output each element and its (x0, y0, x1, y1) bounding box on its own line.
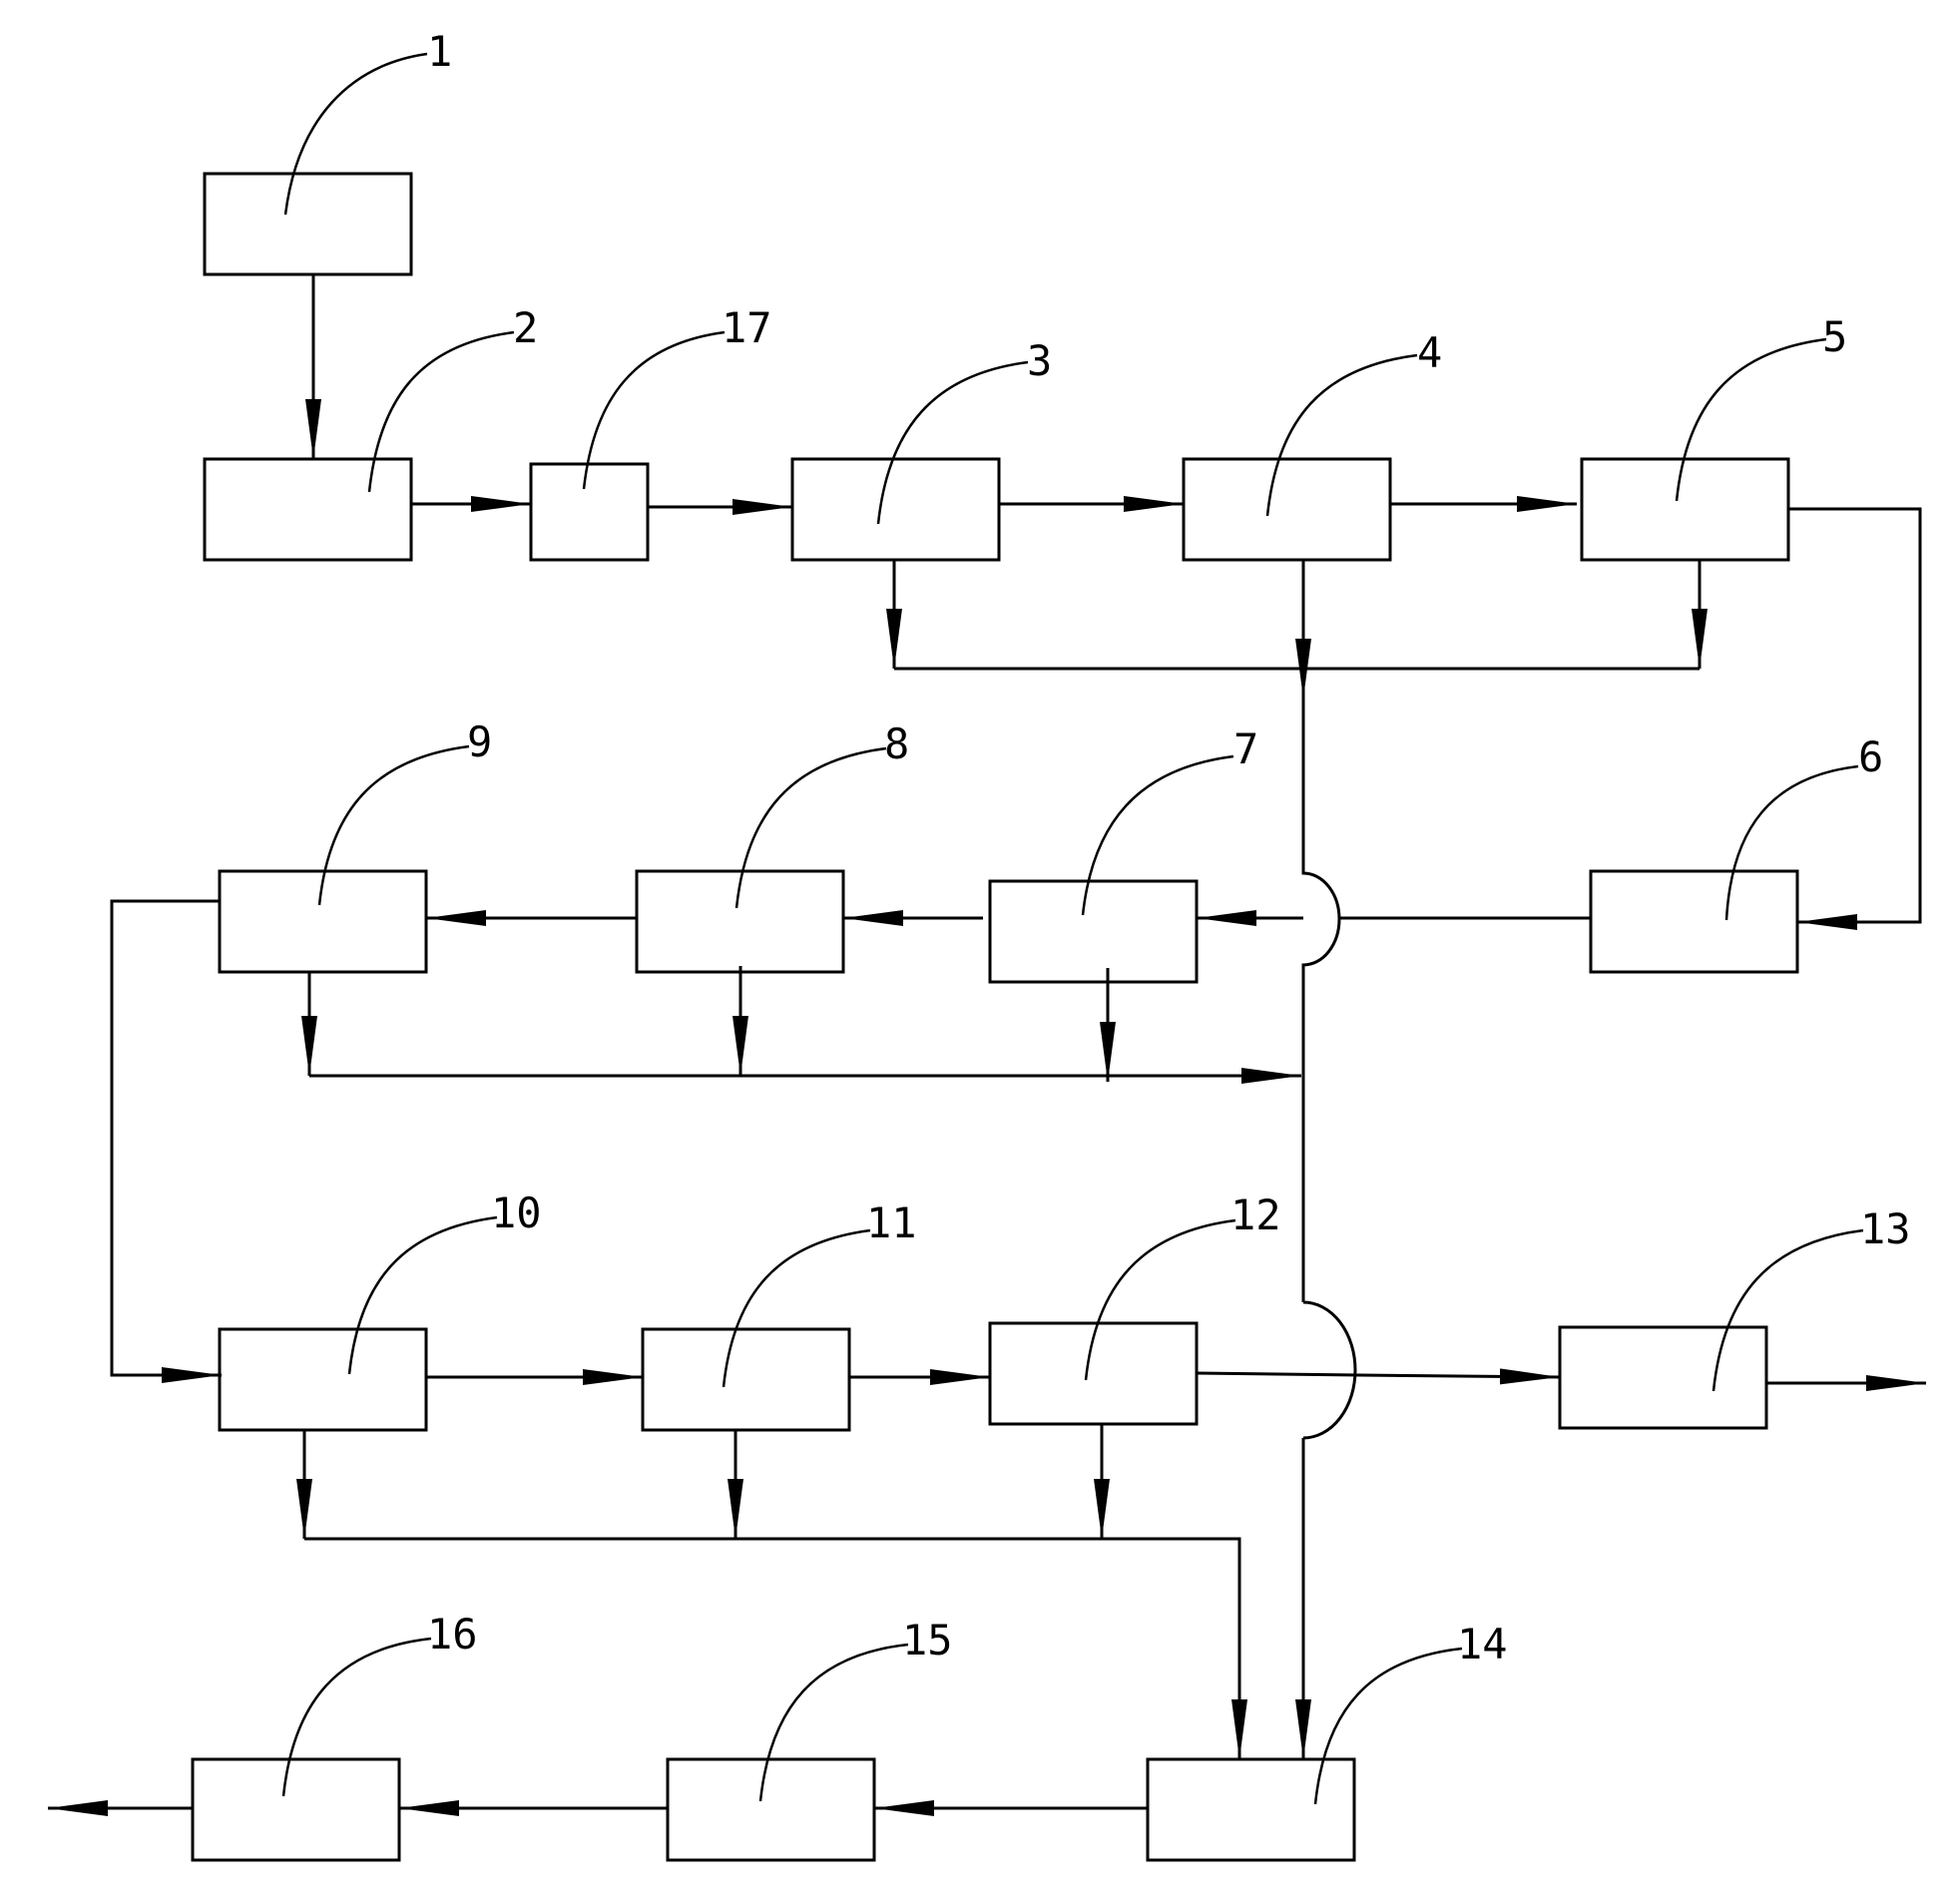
vertical-trunk (1295, 699, 1357, 1759)
box-1 (203, 172, 413, 276)
label-2: 2 (513, 303, 538, 352)
box-7 (988, 879, 1199, 984)
trunk-segment-2 (1302, 1300, 1357, 1440)
label-17: 17 (722, 303, 772, 352)
box-3 (790, 457, 1001, 562)
collector-middle (301, 966, 1301, 1084)
arrow-9-to-10 (110, 899, 222, 1383)
leader-15 (758, 1643, 909, 1802)
number-labels: 1 2 17 3 4 5 6 7 8 9 10 11 12 13 14 15 1… (427, 27, 1911, 1668)
collector-bottom-to-14 (304, 1537, 1247, 1759)
box-14 (1146, 1757, 1356, 1862)
box-16 (191, 1757, 401, 1862)
box-13 (1558, 1325, 1768, 1430)
label-9: 9 (467, 717, 492, 766)
label-16: 16 (427, 1610, 478, 1659)
label-14: 14 (1457, 1620, 1508, 1668)
leader-5 (1675, 337, 1827, 502)
box-6 (1589, 869, 1799, 974)
label-3: 3 (1027, 336, 1052, 385)
leader-2 (367, 330, 515, 493)
box-15 (666, 1757, 876, 1862)
leader-13 (1712, 1228, 1864, 1392)
leader-lines (281, 52, 1864, 1805)
leader-16 (281, 1637, 432, 1797)
label-6: 6 (1858, 732, 1883, 781)
leader-3 (876, 360, 1029, 525)
leader-11 (722, 1228, 871, 1388)
box-17 (529, 462, 650, 562)
label-4: 4 (1417, 328, 1442, 377)
box-2 (203, 457, 413, 562)
arrow-5-to-6 (1788, 507, 1922, 930)
flow-arrows (48, 274, 1926, 1816)
label-12: 12 (1230, 1190, 1281, 1239)
label-8: 8 (884, 719, 909, 768)
leader-17 (582, 330, 726, 490)
box-10 (218, 1327, 428, 1432)
boxes (191, 172, 1799, 1862)
collector-top (886, 560, 1708, 699)
leader-8 (734, 746, 887, 909)
label-13: 13 (1860, 1204, 1911, 1253)
trunk-segment-1 (1301, 699, 1341, 1302)
collector-bottom (296, 1424, 1247, 1759)
leader-12 (1084, 1218, 1236, 1381)
label-11: 11 (866, 1198, 917, 1247)
label-5: 5 (1822, 312, 1847, 361)
leader-10 (347, 1215, 498, 1375)
leader-1 (283, 52, 428, 216)
box-5 (1580, 457, 1790, 562)
leader-7 (1081, 754, 1234, 916)
box-11 (641, 1327, 851, 1432)
line-12-to-hop (1196, 1371, 1360, 1377)
label-1: 1 (427, 27, 452, 76)
box-4 (1182, 457, 1392, 562)
leader-6 (1724, 764, 1859, 921)
leader-4 (1265, 353, 1418, 517)
arrow-hop-to-13 (1358, 1368, 1561, 1385)
label-15: 15 (902, 1616, 953, 1665)
leader-14 (1313, 1647, 1463, 1805)
label-10: 10 (491, 1189, 542, 1237)
leader-9 (317, 744, 470, 906)
label-7: 7 (1233, 724, 1258, 773)
